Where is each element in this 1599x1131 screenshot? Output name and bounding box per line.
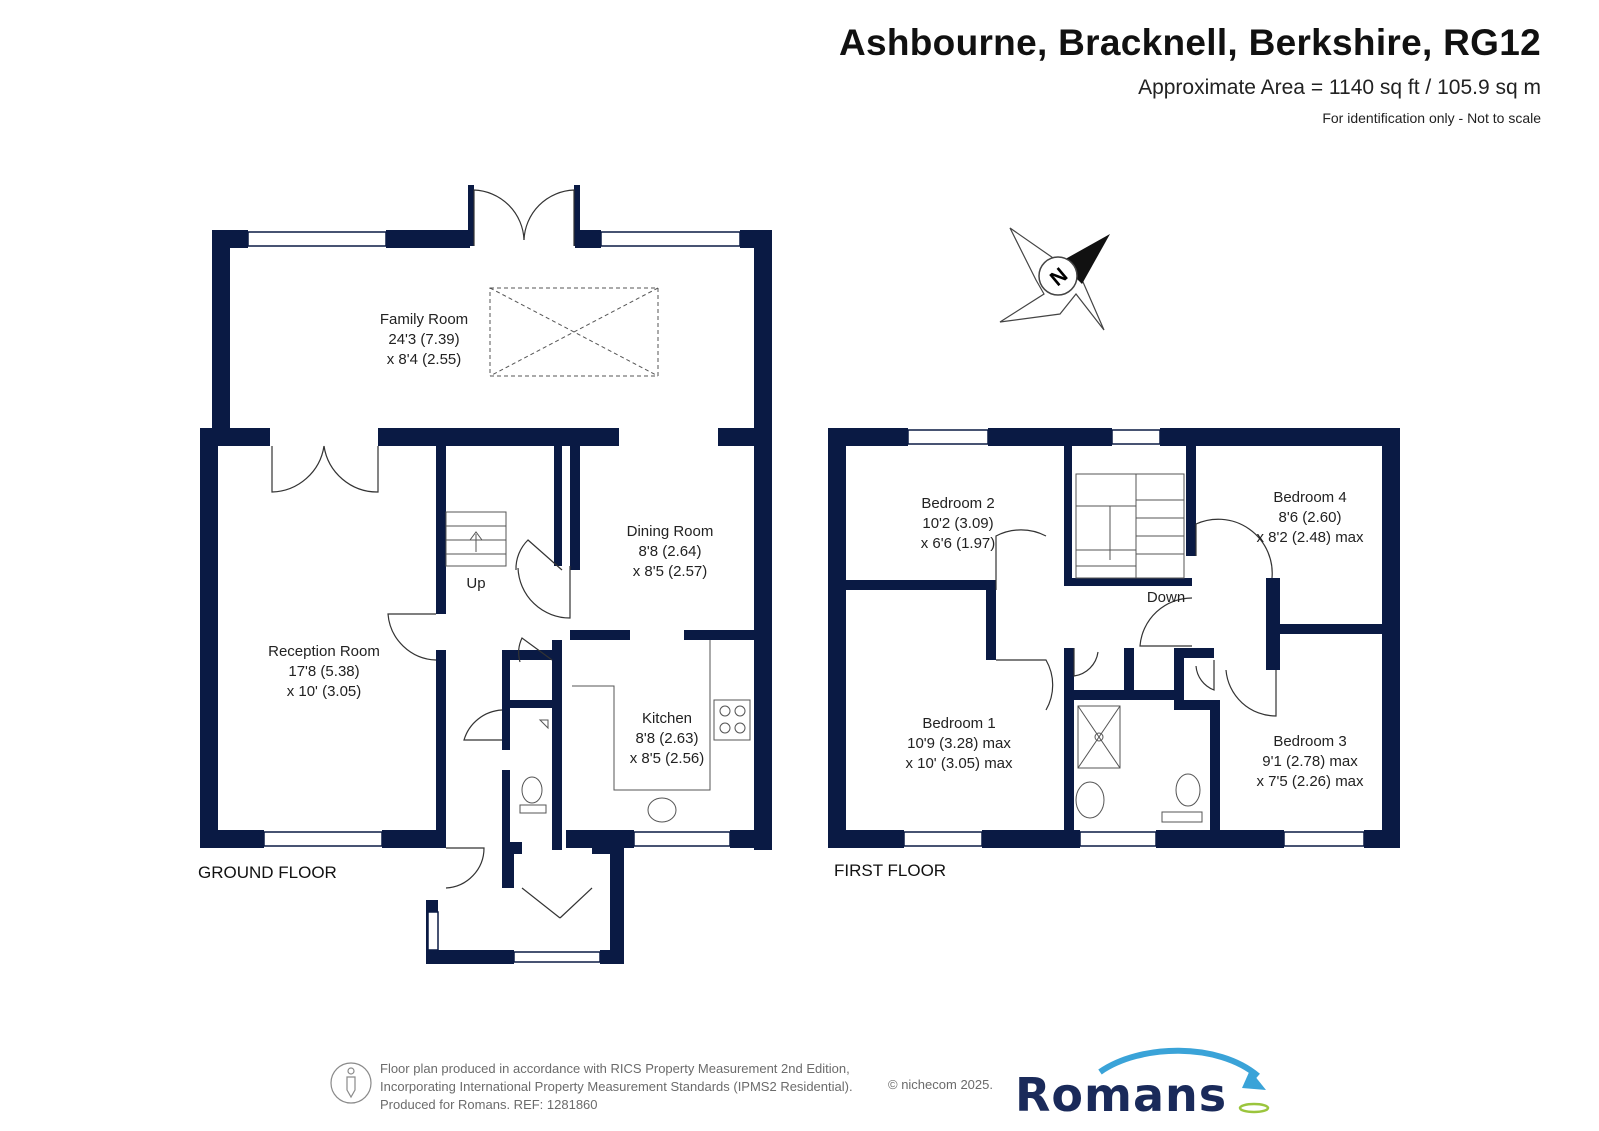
reception-room-name: Reception Room (268, 643, 380, 660)
romans-logo-swoosh-icon (1098, 1047, 1270, 1114)
bedroom-1-dim-2: x 10' (3.05) max (905, 755, 1013, 772)
room-labels: Family Room 24'3 (7.39) x 8'4 (2.55) Rec… (268, 311, 1364, 790)
bedroom-2-name: Bedroom 2 (921, 495, 994, 512)
footer-line-1: Floor plan produced in accordance with R… (380, 1061, 850, 1076)
disclaimer-note: For identification only - Not to scale (1322, 110, 1541, 126)
rics-person-icon (330, 1062, 372, 1104)
kitchen-name: Kitchen (642, 710, 692, 727)
footer-disclaimer: Floor plan produced in accordance with R… (380, 1060, 853, 1114)
bedroom-1-name: Bedroom 1 (922, 715, 995, 732)
family-room-dim-1: 24'3 (7.39) (388, 331, 459, 348)
first-floor-label: FIRST FLOOR (834, 861, 946, 880)
reception-room-dim-2: x 10' (3.05) (287, 683, 362, 700)
stairs-down-label: Down (1147, 589, 1185, 606)
windows (247, 231, 1365, 963)
ground-floor-label: GROUND FLOOR (198, 863, 337, 882)
dining-room-dim-1: 8'8 (2.64) (639, 543, 702, 560)
approximate-area: Approximate Area = 1140 sq ft / 105.9 sq… (1138, 76, 1541, 99)
bedroom-3-name: Bedroom 3 (1273, 733, 1346, 750)
reception-room-dim-1: 17'8 (5.38) (288, 663, 359, 680)
door-swings (271, 189, 1277, 919)
dining-room-name: Dining Room (627, 523, 714, 540)
bedroom-3-dim-2: x 7'5 (2.26) max (1256, 773, 1364, 790)
footer-line-2: Incorporating International Property Mea… (380, 1079, 853, 1094)
kitchen-dim-2: x 8'5 (2.56) (630, 750, 705, 767)
bedroom-4-dim-2: x 8'2 (2.48) max (1256, 529, 1364, 546)
stairs-up-label: Up (466, 575, 485, 592)
north-compass-icon: N (999, 227, 1110, 331)
kitchen-dim-1: 8'8 (2.63) (636, 730, 699, 747)
family-room-dim-2: x 8'4 (2.55) (387, 351, 462, 368)
fixtures (445, 287, 1203, 823)
property-address-title: Ashbourne, Bracknell, Berkshire, RG12 (838, 22, 1541, 63)
bedroom-2-dim-1: 10'2 (3.09) (922, 515, 993, 532)
romans-logo-text: Romans (1015, 1068, 1228, 1122)
footer-line-3: Produced for Romans. REF: 1281860 (380, 1097, 598, 1112)
family-room-name: Family Room (380, 311, 468, 328)
bedroom-4-name: Bedroom 4 (1273, 489, 1346, 506)
walls (200, 185, 1400, 964)
dining-room-dim-2: x 8'5 (2.57) (633, 563, 708, 580)
bedroom-2-dim-2: x 6'6 (1.97) (921, 535, 996, 552)
bedroom-3-dim-1: 9'1 (2.78) max (1262, 753, 1358, 770)
bedroom-4-dim-1: 8'6 (2.60) (1279, 509, 1342, 526)
copyright: © nichecom 2025. (888, 1077, 993, 1092)
bedroom-1-dim-1: 10'9 (3.28) max (907, 735, 1011, 752)
